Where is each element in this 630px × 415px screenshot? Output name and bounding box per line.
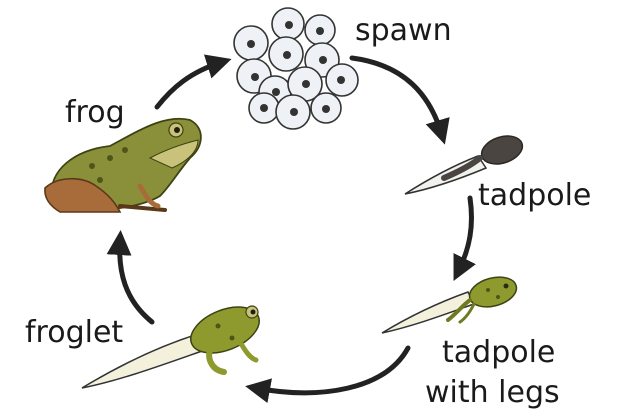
arrow-legs-to-froglet — [255, 348, 408, 393]
arrow-frog-to-spawn — [157, 62, 222, 107]
arrow-tadpole-to-legs — [458, 198, 472, 272]
frogspawn-illustration — [234, 8, 358, 129]
label-spawn-line: spawn — [355, 13, 452, 48]
label-frog-line: frog — [65, 95, 125, 130]
arrow-froglet-to-frog — [120, 240, 152, 322]
label-frog: frog — [65, 95, 125, 130]
label-tadpole-with-legs: tadpole with legs — [425, 335, 565, 410]
arrow-spawn-to-tadpole — [352, 58, 442, 135]
label-spawn: spawn — [355, 13, 452, 48]
label-tadpole-with-legs-line-1: tadpole — [442, 335, 555, 370]
frog-illustration — [45, 119, 201, 212]
label-tadpole-line: tadpole — [478, 178, 591, 213]
label-froglet: froglet — [25, 315, 123, 350]
label-tadpole-with-legs-line-2: with legs — [425, 375, 560, 410]
label-froglet-line: froglet — [25, 315, 123, 350]
label-tadpole: tadpole — [478, 178, 591, 213]
tadpole-with-legs-illustration — [382, 272, 520, 333]
